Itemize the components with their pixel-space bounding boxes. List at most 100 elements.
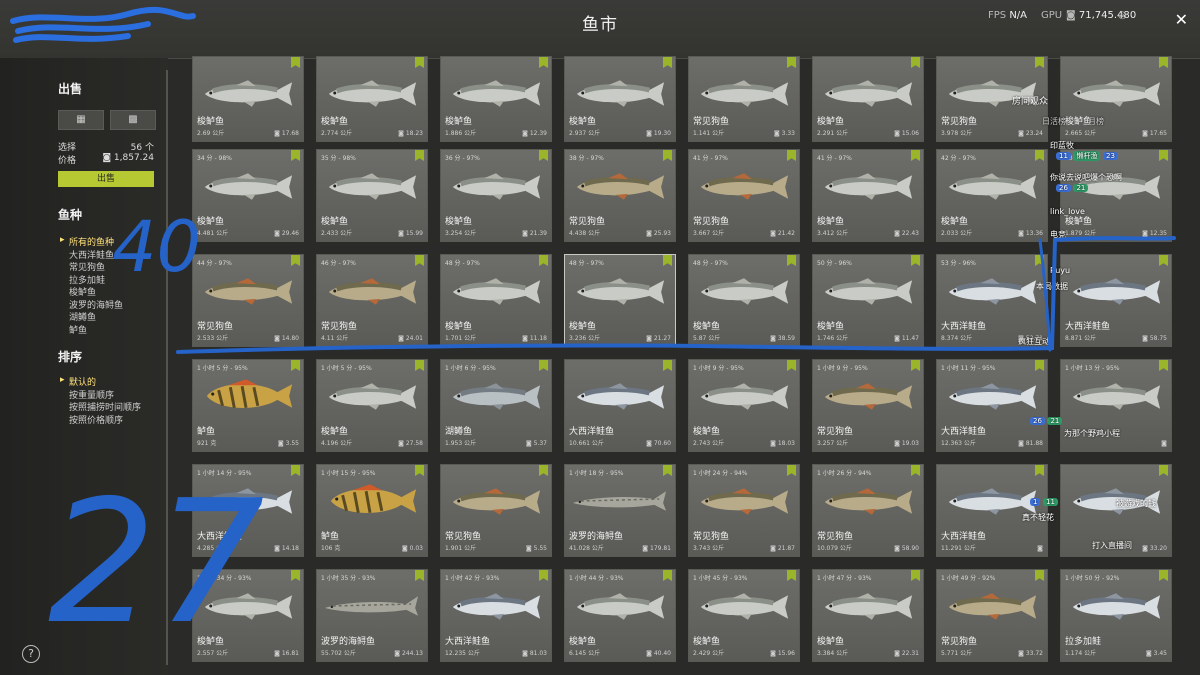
selected-flag-icon[interactable] [1159, 465, 1168, 476]
selected-flag-icon[interactable] [787, 57, 796, 68]
selected-flag-icon[interactable] [911, 360, 920, 371]
selected-flag-icon[interactable] [911, 570, 920, 581]
species-filter-item[interactable]: 所有的鱼种 [60, 235, 114, 248]
selected-flag-icon[interactable] [787, 150, 796, 161]
selected-flag-icon[interactable] [1159, 57, 1168, 68]
selected-flag-icon[interactable] [663, 150, 672, 161]
close-icon[interactable]: ✕ [1174, 10, 1188, 29]
selected-flag-icon[interactable] [1035, 150, 1044, 161]
selected-flag-icon[interactable] [415, 570, 424, 581]
selected-flag-icon[interactable] [539, 150, 548, 161]
sell-button[interactable]: 出售 [58, 171, 154, 187]
selected-flag-icon[interactable] [1035, 570, 1044, 581]
species-filter-item[interactable]: 鲈鱼 [69, 325, 88, 336]
species-filter-item[interactable]: 大西洋鲑鱼 [69, 250, 115, 261]
selected-flag-icon[interactable] [787, 255, 796, 266]
grid-view-small-icon[interactable]: ▩ [110, 110, 156, 130]
overlay-tab-daily[interactable]: 日活榜 [1042, 117, 1066, 126]
selected-flag-icon[interactable] [291, 150, 300, 161]
selected-flag-icon[interactable] [415, 150, 424, 161]
selected-flag-icon[interactable] [663, 57, 672, 68]
selected-flag-icon[interactable] [291, 570, 300, 581]
selected-flag-icon[interactable] [1159, 360, 1168, 371]
selected-flag-icon[interactable] [415, 57, 424, 68]
help-icon[interactable]: ? [22, 645, 40, 663]
selected-flag-icon[interactable] [663, 465, 672, 476]
overlay-tab-monthly[interactable]: 月榜 [1088, 117, 1104, 126]
selected-flag-icon[interactable] [1159, 570, 1168, 581]
selected-flag-icon[interactable] [1035, 465, 1044, 476]
selected-flag-icon[interactable] [1159, 150, 1168, 161]
fish-card[interactable]: 1 小时 13 分 - 95%◙ [1060, 359, 1172, 452]
selected-flag-icon[interactable] [663, 255, 672, 266]
selected-flag-icon[interactable] [663, 570, 672, 581]
selected-flag-icon[interactable] [787, 570, 796, 581]
selected-flag-icon[interactable] [663, 360, 672, 371]
selected-flag-icon[interactable] [539, 465, 548, 476]
selected-flag-icon[interactable] [911, 150, 920, 161]
sort-option-item[interactable]: 按照价格顺序 [69, 415, 124, 426]
selected-flag-icon[interactable] [291, 255, 300, 266]
selected-flag-icon[interactable] [1035, 57, 1044, 68]
sort-option-item[interactable]: 按重量顺序 [69, 390, 115, 401]
selected-flag-icon[interactable] [787, 360, 796, 371]
selected-flag-icon[interactable] [539, 255, 548, 266]
selected-flag-icon[interactable] [291, 465, 300, 476]
selected-flag-icon[interactable] [539, 570, 548, 581]
selected-flag-icon[interactable] [1035, 360, 1044, 371]
fish-card[interactable]: ◙ 33.20 [1060, 464, 1172, 557]
species-filter-item[interactable]: 湖鳟鱼 [69, 313, 97, 323]
selected-flag-icon[interactable] [291, 57, 300, 68]
selected-flag-icon[interactable] [415, 360, 424, 371]
selected-flag-icon[interactable] [415, 255, 424, 266]
selected-flag-icon[interactable] [415, 465, 424, 476]
selected-flag-icon[interactable] [787, 465, 796, 476]
species-filter-item[interactable]: 波罗的海鲟鱼 [69, 300, 124, 311]
selected-flag-icon[interactable] [911, 255, 920, 266]
selected-flag-icon[interactable] [911, 57, 920, 68]
selected-flag-icon[interactable] [911, 465, 920, 476]
